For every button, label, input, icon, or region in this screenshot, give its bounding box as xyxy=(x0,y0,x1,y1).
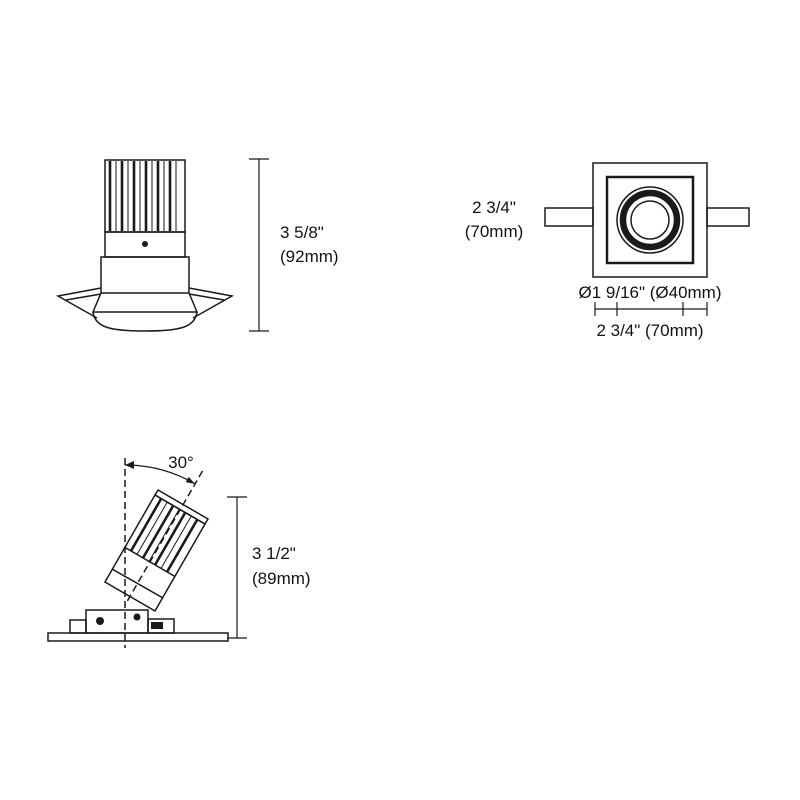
side-bracket xyxy=(69,619,87,634)
trim-rim xyxy=(92,311,198,332)
arc-arrow-left xyxy=(125,461,134,469)
trim-inner-square xyxy=(605,175,695,265)
front-height-inches: 2 3/4" xyxy=(472,198,516,217)
set-screw xyxy=(142,241,148,247)
front-view-fixture xyxy=(544,162,750,278)
arc-arrow-right xyxy=(185,476,195,484)
collar-separator xyxy=(111,568,164,599)
pivot-screw xyxy=(133,613,141,621)
left-spring-clip xyxy=(55,287,102,319)
lower-housing xyxy=(100,256,190,294)
side-height-mm: (92mm) xyxy=(280,247,339,266)
tilt-angle-label: 30° xyxy=(168,453,194,472)
tilt-axis-line xyxy=(124,470,204,606)
mounting-plate xyxy=(47,632,229,642)
front-height-mm: (70mm) xyxy=(465,222,524,241)
left-spring-clip-inner xyxy=(65,293,102,301)
trim-outer-square xyxy=(592,162,708,278)
side-view-fixture xyxy=(55,159,235,332)
lens-aperture xyxy=(630,200,670,240)
adjustment-screw xyxy=(96,617,104,625)
lens-bezel-ring xyxy=(619,189,681,251)
side-height-dimension: 3 5/8" (92mm) xyxy=(249,158,339,332)
adjustment-housing xyxy=(85,609,149,634)
front-bottom-dimensions: Ø1 9/16" (Ø40mm) 2 3/4" (70mm) xyxy=(578,283,721,340)
lens-diameter-label: Ø1 9/16" (Ø40mm) xyxy=(578,283,721,302)
tilted-heatsink-fins xyxy=(129,498,199,573)
body-separator xyxy=(124,546,176,578)
heatsink-fins xyxy=(108,161,177,231)
tilt-height-inches: 3 1/2" xyxy=(252,544,296,563)
trim-collar xyxy=(91,292,199,313)
retainer-clip xyxy=(151,622,163,629)
front-height-dimension: 2 3/4" (70mm) xyxy=(465,198,524,241)
right-mounting-tab xyxy=(706,207,750,227)
tilted-top-cap xyxy=(153,488,210,526)
front-width-label: 2 3/4" (70mm) xyxy=(596,321,703,340)
tilt-height-dimension: 3 1/2" (89mm) xyxy=(227,496,311,639)
left-mounting-tab xyxy=(544,207,594,227)
tilt-view-fixture xyxy=(47,458,229,648)
tilt-angle-dimension: 30° xyxy=(124,453,196,485)
lens-outer-ring xyxy=(616,186,684,254)
side-height-inches: 3 5/8" xyxy=(280,223,324,242)
tilt-height-mm: (89mm) xyxy=(252,569,311,588)
right-spring-clip-inner xyxy=(188,293,225,301)
right-spring-clip xyxy=(188,287,235,319)
